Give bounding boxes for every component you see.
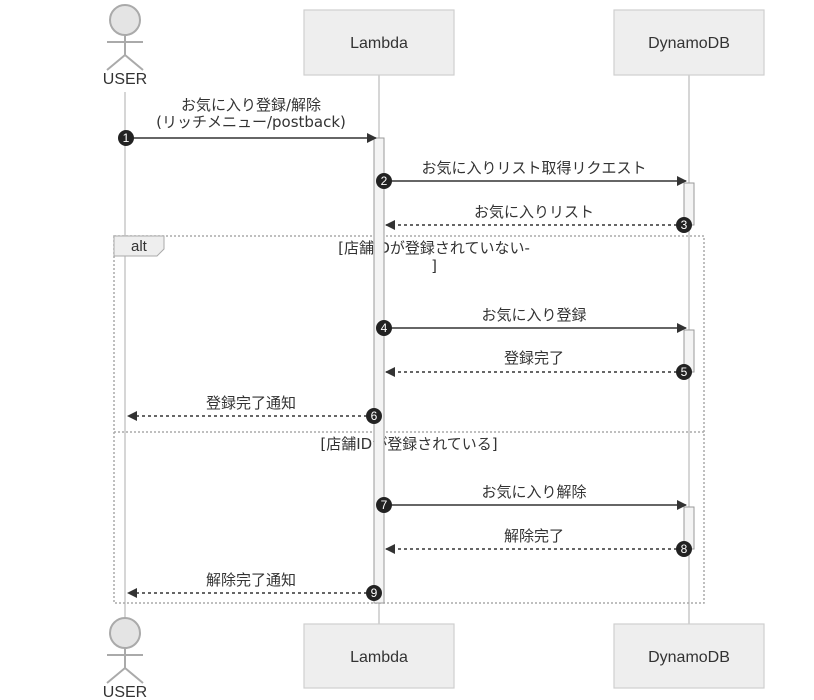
user-actor-legs-bottom [106, 666, 144, 684]
user-actor-legs [106, 53, 144, 71]
message-4: お気に入り登録 4 [376, 306, 687, 336]
message-3: お気に入りリスト 3 [385, 203, 692, 233]
dynamodb-box-bottom [613, 623, 765, 689]
lambda-participant-top: Lambda [303, 9, 455, 76]
alt-condition-2: [店舗IDが登録されている] [320, 435, 497, 453]
message-7-label: お気に入り解除 [481, 483, 586, 501]
message-1-badge [118, 130, 134, 146]
message-1-number: 1 [123, 131, 130, 145]
alt-condition-1-cont: ] [431, 257, 437, 275]
message-4-label: お気に入り登録 [481, 306, 586, 324]
message-5-number: 5 [681, 365, 688, 379]
user-actor-icon-bottom [109, 617, 141, 649]
message-3-label: お気に入りリスト [474, 203, 594, 221]
message-2-badge [376, 173, 392, 189]
message-8: 解除完了 8 [385, 527, 692, 557]
alt-frame [113, 235, 705, 604]
user-actor-icon [109, 4, 141, 36]
alt-fragment: alt [店舗IDが登録されていない- ] [店舗IDが登録されている] [113, 235, 705, 604]
dynamodb-label-top: DynamoDB [648, 35, 730, 52]
message-1-label: お気に入り登録/解除 [181, 96, 321, 114]
message-3-number: 3 [681, 218, 688, 232]
message-6-badge [366, 408, 382, 424]
message-8-badge [676, 541, 692, 557]
message-1-label-line2: (リッチメニュー/postback) [156, 113, 346, 131]
message-1: お気に入り登録/解除 (リッチメニュー/postback) 1 [118, 96, 377, 146]
dynamodb-participant-top: DynamoDB [613, 9, 765, 76]
message-7: お気に入り解除 7 [376, 483, 687, 513]
lambda-label-top: Lambda [350, 35, 408, 52]
message-9-label: 解除完了通知 [206, 571, 296, 589]
user-actor-top: USER [103, 4, 147, 88]
message-5-badge [676, 364, 692, 380]
message-7-badge [376, 497, 392, 513]
alt-condition-1: [店舗IDが登録されていない- [338, 239, 530, 257]
user-actor-label: USER [103, 71, 147, 88]
message-3-badge [676, 217, 692, 233]
dynamodb-box-top [613, 9, 765, 76]
user-actor-label-bottom: USER [103, 684, 147, 700]
message-8-number: 8 [681, 542, 688, 556]
lambda-box-bottom [303, 623, 455, 689]
lambda-label-bottom: Lambda [350, 649, 408, 666]
dynamodb-label-bottom: DynamoDB [648, 649, 730, 666]
message-6-label: 登録完了通知 [206, 394, 296, 412]
dynamodb-participant-bottom: DynamoDB [613, 623, 765, 689]
message-5: 登録完了 5 [385, 349, 692, 380]
message-7-number: 7 [381, 498, 388, 512]
message-8-label: 解除完了 [504, 527, 564, 545]
lambda-participant-bottom: Lambda [303, 623, 455, 689]
message-9-badge [366, 585, 382, 601]
message-2: お気に入りリスト取得リクエスト 2 [376, 159, 687, 189]
message-6: 登録完了通知 6 [127, 394, 382, 424]
message-6-number: 6 [371, 409, 378, 423]
message-5-label: 登録完了 [504, 349, 564, 367]
user-actor-bottom: USER [103, 617, 147, 700]
message-4-badge [376, 320, 392, 336]
message-9: 解除完了通知 9 [127, 571, 382, 601]
alt-label: alt [131, 238, 148, 255]
message-4-number: 4 [381, 321, 388, 335]
message-2-number: 2 [381, 174, 388, 188]
lambda-activation [373, 137, 385, 604]
lambda-box-top [303, 9, 455, 76]
message-2-label: お気に入りリスト取得リクエスト [421, 159, 646, 177]
message-9-number: 9 [371, 586, 378, 600]
alt-frame-tab [113, 235, 165, 257]
